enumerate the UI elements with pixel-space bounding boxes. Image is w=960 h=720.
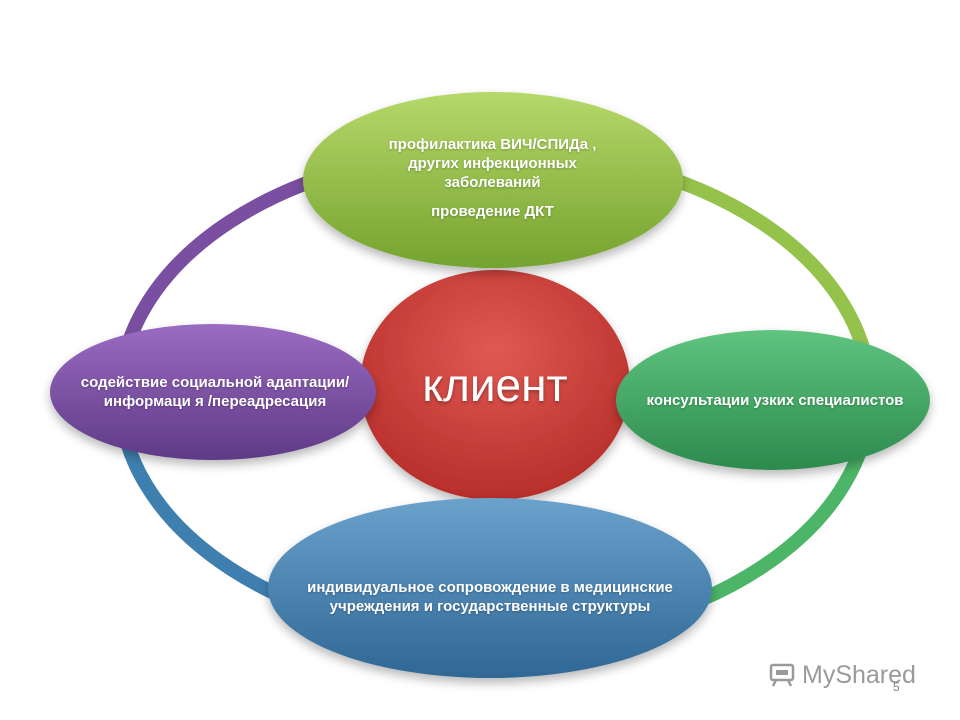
node-bottom <box>268 498 712 678</box>
watermark: MyShared <box>768 655 938 695</box>
node-center <box>360 270 630 500</box>
top-node-line-1: профилактика ВИЧ/СПИДа , <box>388 136 597 153</box>
top-node-line-3: заболеваний <box>444 174 541 191</box>
right-node-label: консультации узких специалистов <box>646 391 904 409</box>
top-node-label: профилактика ВИЧ/СПИДа , других инфекцио… <box>330 118 655 238</box>
watermark-text: MyShared <box>802 660 916 689</box>
node-top <box>303 92 683 268</box>
node-right <box>616 330 930 470</box>
page-number: 5 <box>893 680 900 694</box>
bottom-node-label: индивидуальное сопровождение в медицинск… <box>307 579 673 615</box>
myshared-logo-icon <box>769 663 795 687</box>
top-node-line-2: других инфекционных <box>408 155 577 172</box>
left-node-label: содействие социальной адаптации/информац… <box>80 374 350 410</box>
top-node-extra: проведение ДКТ <box>431 203 554 220</box>
node-left <box>50 324 376 460</box>
center-node-label: клиент <box>422 359 568 411</box>
